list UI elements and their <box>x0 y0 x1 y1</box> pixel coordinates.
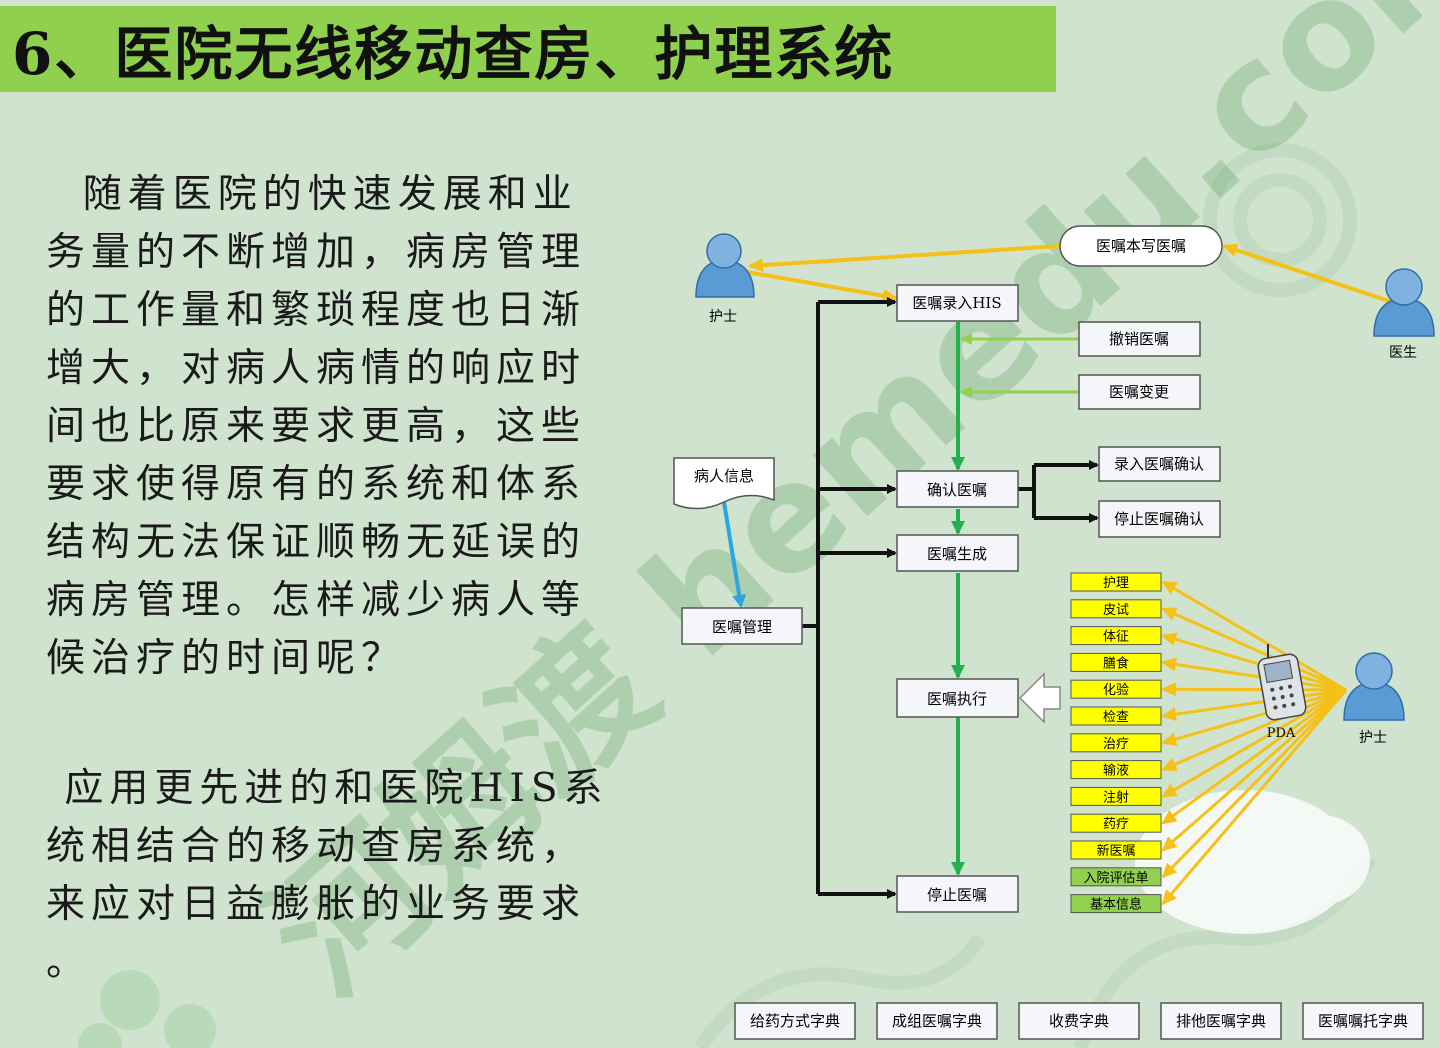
category-item: 检查 <box>1070 706 1162 726</box>
svg-text:成组医嘱字典: 成组医嘱字典 <box>892 1012 982 1030</box>
svg-text:基本信息: 基本信息 <box>1090 897 1142 913</box>
node-change: 医嘱变更 <box>1078 374 1201 410</box>
node-manage: 医嘱管理 <box>681 607 803 645</box>
svg-text:药疗: 药疗 <box>1103 817 1129 832</box>
body-paragraph-2: 应用更先进的和医院HIS系 统相结合的移动查房系统， 来应对日益膨胀的业务要求 … <box>46 766 609 985</box>
svg-text:医嘱嘱托字典: 医嘱嘱托字典 <box>1318 1012 1408 1030</box>
svg-text:病人信息: 病人信息 <box>694 467 754 485</box>
nurse-right-icon <box>1343 652 1405 721</box>
fan-arrow <box>1161 580 1347 692</box>
category-item: 体征 <box>1070 626 1162 646</box>
title-bar: 6、医院无线移动查房、护理系统 <box>0 6 1056 92</box>
category-item: 入院评估单 <box>1070 867 1162 887</box>
pda-phone-icon <box>1257 644 1307 721</box>
category-item: 治疗 <box>1070 733 1162 753</box>
node-confirm-entry: 录入医嘱确认 <box>1098 446 1221 482</box>
body-paragraph-1: 随着医院的快速发展和业 务量的不断增加，病房管理 的工作量和繁琐程度也日渐 增大… <box>46 172 587 681</box>
svg-text:检查: 检查 <box>1103 710 1129 725</box>
svg-text:化验: 化验 <box>1103 682 1129 698</box>
svg-text:停止医嘱: 停止医嘱 <box>927 886 987 904</box>
fan-arrow <box>1161 689 1348 906</box>
svg-text:医嘱本写医嘱: 医嘱本写医嘱 <box>1096 237 1186 255</box>
category-item: 膳食 <box>1070 652 1162 672</box>
category-item: 注射 <box>1070 786 1162 806</box>
svg-text:膳食: 膳食 <box>1103 655 1129 671</box>
doctor-icon <box>1373 268 1435 337</box>
fan-arrow <box>1161 688 1347 746</box>
arrow-handwrite-to-nurse <box>748 244 1061 273</box>
category-item: 护理 <box>1070 572 1162 592</box>
svg-text:医嘱生成: 医嘱生成 <box>927 545 987 563</box>
svg-text:收费字典: 收费字典 <box>1049 1012 1109 1030</box>
fan-arrow <box>1161 632 1347 692</box>
svg-text:医嘱录入HIS: 医嘱录入HIS <box>912 294 1001 312</box>
fan-arrow <box>1161 657 1347 692</box>
svg-text:撤销医嘱: 撤销医嘱 <box>1109 330 1169 348</box>
node-stop: 停止医嘱 <box>896 875 1019 913</box>
arrow-nurse-to-entry <box>723 266 898 303</box>
arrow-patient-to-manage <box>722 501 747 608</box>
node-confirm-stop: 停止医嘱确认 <box>1098 500 1221 538</box>
node-generate: 医嘱生成 <box>896 534 1019 572</box>
nurse-left-label: 护士 <box>709 309 737 325</box>
dictionary-item: 成组医嘱字典 <box>876 1002 998 1040</box>
dictionary-item: 给药方式字典 <box>734 1002 856 1040</box>
fan-arrow <box>1161 607 1347 692</box>
fan-arrow <box>1161 688 1347 852</box>
category-item: 基本信息 <box>1070 894 1162 914</box>
svg-text:注射: 注射 <box>1103 789 1129 805</box>
page-title: 6、医院无线移动查房、护理系统 <box>12 20 895 88</box>
nurse-right-label: 护士 <box>1359 730 1387 746</box>
arrow-doctor-to-handwrite <box>1222 243 1393 304</box>
svg-text:护理: 护理 <box>1103 576 1129 591</box>
dictionary-item: 医嘱嘱托字典 <box>1302 1002 1424 1040</box>
node-patient-info: 病人信息 <box>673 457 775 510</box>
category-item: 新医嘱 <box>1070 840 1162 860</box>
svg-text:医嘱变更: 医嘱变更 <box>1109 383 1169 401</box>
dictionary-item: 排他医嘱字典 <box>1160 1002 1282 1040</box>
svg-text:停止医嘱确认: 停止医嘱确认 <box>1114 510 1204 528</box>
svg-text:医嘱执行: 医嘱执行 <box>927 690 987 708</box>
pda-label: PDA <box>1267 726 1296 741</box>
svg-text:体征: 体征 <box>1103 630 1129 645</box>
node-handwrite: 医嘱本写医嘱 <box>1059 225 1223 267</box>
svg-text:新医嘱: 新医嘱 <box>1096 843 1135 859</box>
svg-text:皮试: 皮试 <box>1103 603 1129 618</box>
fan-arrow <box>1161 688 1347 722</box>
doctor-label: 医生 <box>1389 345 1417 361</box>
fan-arrow <box>1161 688 1348 879</box>
svg-text:医嘱管理: 医嘱管理 <box>712 618 772 636</box>
svg-text:排他医嘱字典: 排他医嘱字典 <box>1176 1012 1266 1030</box>
fan-arrow <box>1161 682 1347 697</box>
svg-text:治疗: 治疗 <box>1103 737 1129 752</box>
nurse-left-icon <box>695 233 755 298</box>
category-item: 化验 <box>1070 679 1162 699</box>
category-item: 皮试 <box>1070 599 1162 619</box>
node-execute: 医嘱执行 <box>896 678 1019 718</box>
svg-text:输液: 输液 <box>1103 763 1129 779</box>
svg-text:给药方式字典: 给药方式字典 <box>750 1012 840 1030</box>
svg-text:录入医嘱确认: 录入医嘱确认 <box>1114 455 1204 473</box>
svg-text:入院评估单: 入院评估单 <box>1083 871 1148 886</box>
fan-arrow <box>1161 688 1347 798</box>
hollow-arrow-execute <box>1018 672 1061 724</box>
node-entry: 医嘱录入HIS <box>896 284 1019 322</box>
category-item: 输液 <box>1070 760 1162 780</box>
category-item: 药疗 <box>1070 813 1162 833</box>
fan-arrow <box>1161 688 1347 771</box>
node-confirm: 确认医嘱 <box>896 470 1019 508</box>
fan-arrow <box>1161 688 1347 825</box>
node-revoke: 撤销医嘱 <box>1078 321 1201 357</box>
dictionary-item: 收费字典 <box>1018 1002 1140 1040</box>
svg-text:确认医嘱: 确认医嘱 <box>927 481 987 499</box>
